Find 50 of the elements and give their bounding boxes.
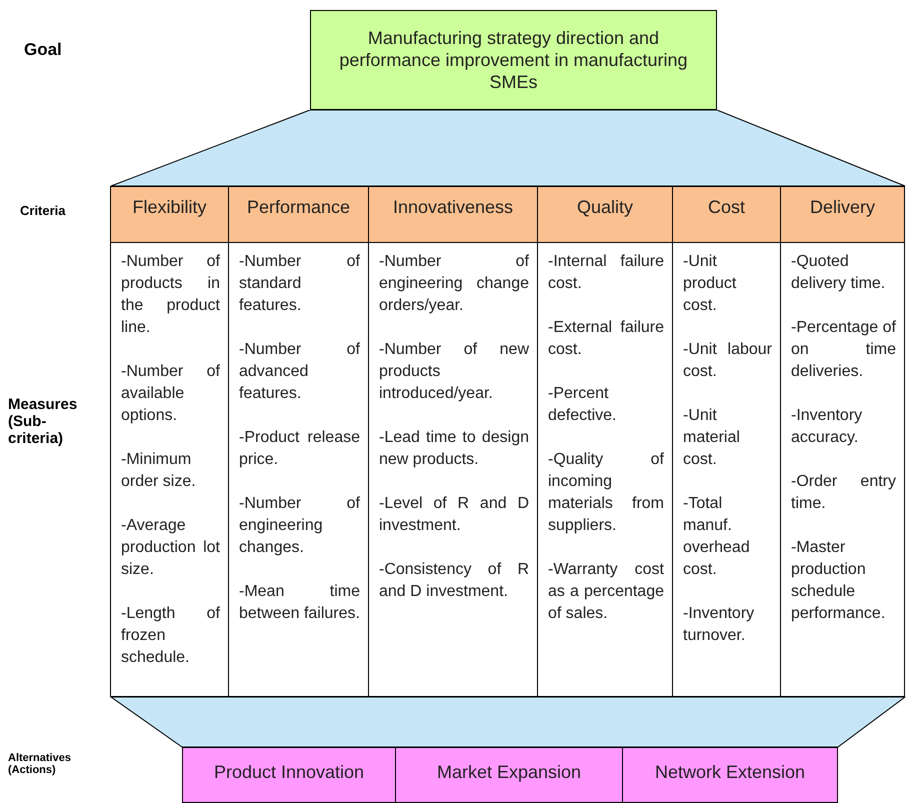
criterion-column — [672, 186, 781, 697]
row-label: Measures (Sub-criteria) — [8, 396, 78, 447]
measure-text: -Internal failure cost. — [548, 252, 664, 294]
measure-text: -Number of new products introduced/year. — [379, 340, 529, 404]
measure-text: -Unit product cost. — [683, 252, 738, 316]
criterion-header: Performance — [229, 187, 368, 243]
row-label: Goal — [24, 40, 63, 60]
measure-text: -Length of frozen schedule. — [121, 604, 220, 668]
alternative-box: Network Extension — [622, 747, 838, 803]
criterion-header: Delivery — [781, 187, 904, 243]
measure-text: -Consistency of R and D investment. — [379, 560, 529, 602]
measure-text: -External failure cost. — [548, 318, 664, 360]
criterion-header: Quality — [538, 187, 672, 243]
measure-text: -Number of available options. — [121, 362, 220, 426]
measure-text: -Level of R and D investment. — [379, 494, 529, 536]
criterion-column — [537, 186, 673, 697]
measure-text: -Percent defective. — [548, 384, 618, 426]
measure-text: -Unit material cost. — [683, 406, 741, 470]
measure-text: -Number of engineering changes. — [239, 494, 360, 558]
criterion-column — [368, 186, 538, 697]
criterion-column — [780, 186, 905, 697]
measure-text: -Percentage of on time deliveries. — [791, 318, 896, 382]
measure-text: -Lead time to design new products. — [379, 428, 529, 470]
measure-text: -Number of advanced features. — [239, 340, 360, 404]
alternative-box: Market Expansion — [395, 747, 623, 803]
measure-text: -Number of engineering change orders/year. — [379, 252, 529, 316]
measure-text: -Minimum order size. — [121, 450, 197, 492]
row-label: Criteria — [20, 203, 67, 218]
measure-text: -Number of standard features. — [239, 252, 360, 316]
measure-text: -Mean time between failures. — [239, 582, 360, 624]
criterion-header: Cost — [673, 187, 780, 243]
goal-box: Manufacturing strategy direction and performance improvement in manufacturing SMEs — [310, 10, 717, 110]
measure-text: -Total manuf. overhead cost. — [683, 494, 751, 580]
measure-text: -Unit labour cost. — [683, 340, 772, 382]
measure-text: -Master production schedule performance. — [791, 538, 886, 624]
alternative-box: Product Innovation — [182, 747, 396, 803]
measure-text: -Warranty cost as a percentage of sales. — [548, 560, 664, 624]
measure-text: -Inventory accuracy. — [791, 406, 864, 448]
measure-text: -Quoted delivery time. — [791, 252, 886, 294]
measure-text: -Order entry time. — [791, 472, 896, 514]
measure-text: -Product release price. — [239, 428, 360, 470]
measure-text: -Quality of incoming materials from suppliers. — [548, 450, 664, 536]
measure-text: -Inventory turnover. — [683, 604, 756, 646]
criterion-header: Innovativeness — [369, 187, 537, 243]
row-label: Alternatives (Actions) — [8, 752, 72, 776]
criterion-column — [228, 186, 369, 697]
measure-text: -Number of products in the product line. — [121, 252, 220, 338]
criterion-header: Flexibility — [111, 187, 228, 243]
criterion-column — [110, 186, 229, 697]
measure-text: -Average production lot size. — [121, 516, 220, 580]
